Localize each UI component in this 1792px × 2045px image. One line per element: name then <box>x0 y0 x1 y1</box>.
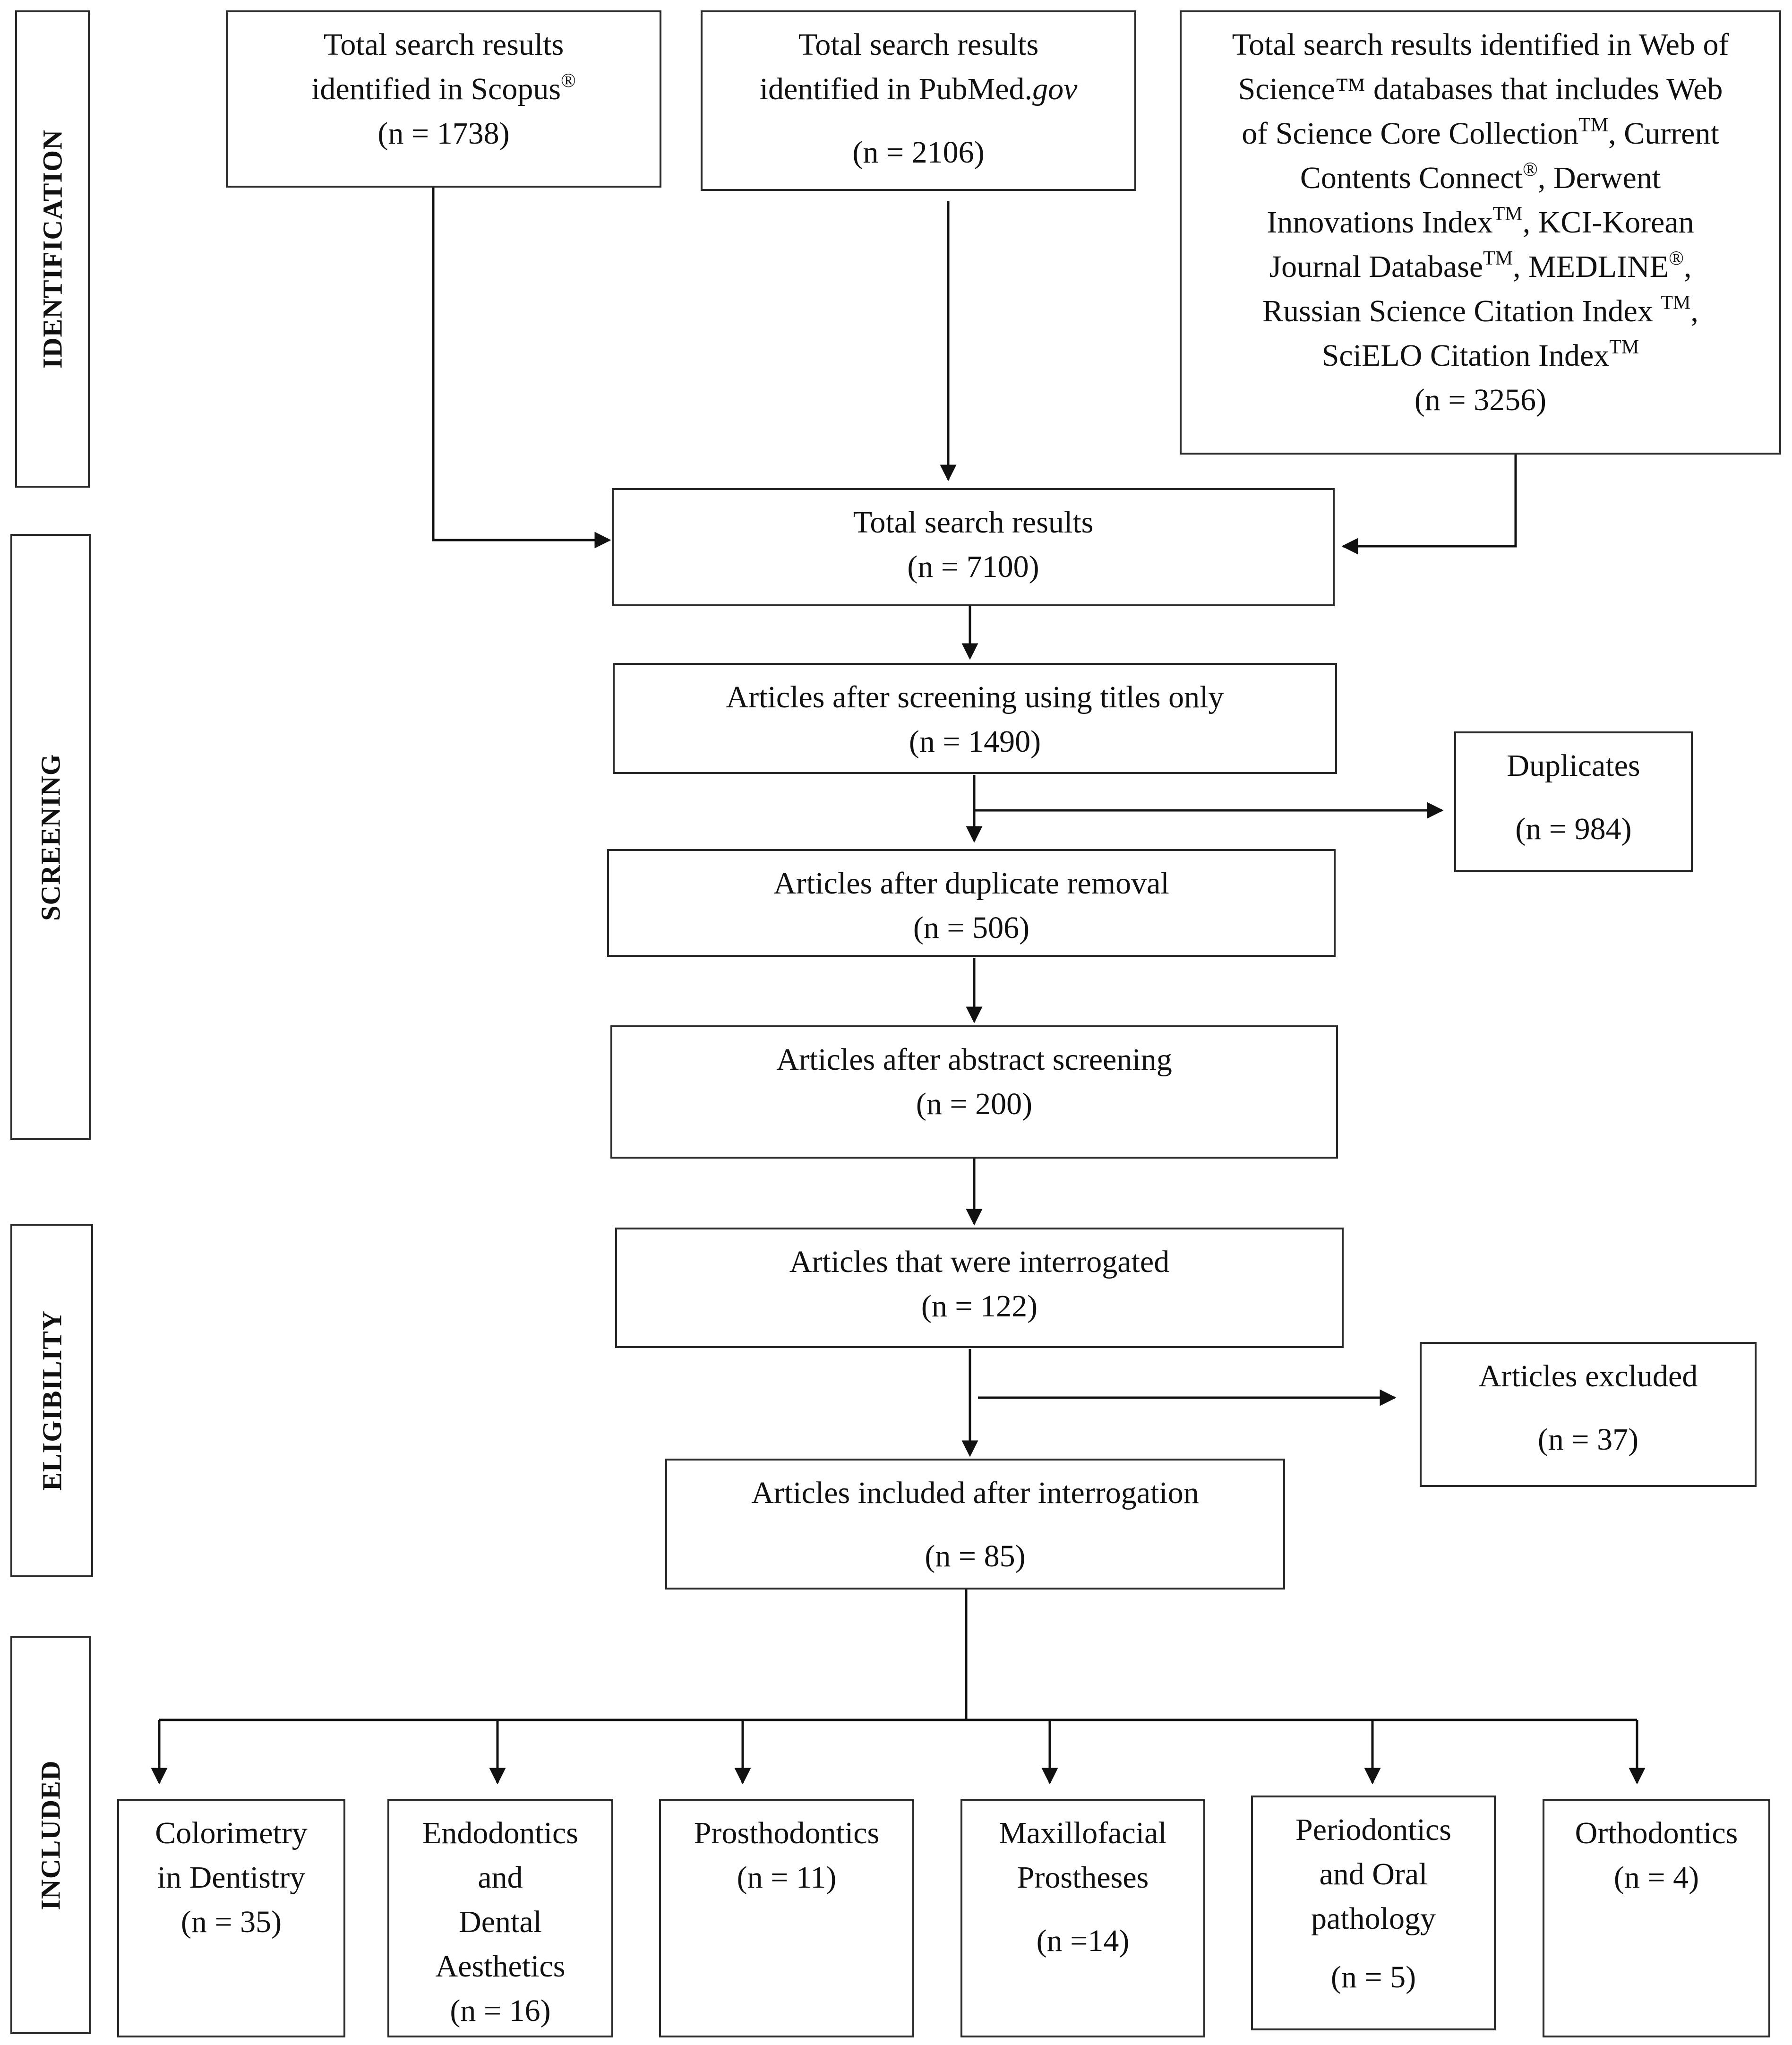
endodontics-line1: Endodontics <box>422 1816 578 1850</box>
stage-eligibility: ELIGIBILITY <box>10 1224 93 1577</box>
stage-identification: IDENTIFICATION <box>15 10 90 488</box>
stage-identification-label: IDENTIFICATION <box>37 129 68 369</box>
colorimetry-line2: in Dentistry <box>157 1860 306 1895</box>
prosthodontics-count: (n = 11) <box>737 1860 837 1895</box>
abstract-screening-box: Articles after abstract screening (n = 2… <box>610 1025 1338 1159</box>
total-results-label: Total search results <box>853 505 1094 540</box>
wos-line3: of Science Core CollectionTM, Current <box>1242 114 1719 151</box>
abstract-screening-count: (n = 200) <box>916 1087 1033 1121</box>
titles-screening-label: Articles after screening using titles on… <box>726 680 1224 714</box>
scopus-line2: identified in Scopus® <box>311 70 576 106</box>
prosthodontics-line1: Prosthodontics <box>694 1816 880 1850</box>
registered-mark: ® <box>561 70 576 92</box>
dedup-box: Articles after duplicate removal (n = 50… <box>607 849 1336 957</box>
pubmed-box: Total search results identified in PubMe… <box>701 10 1136 191</box>
interrogated-count: (n = 122) <box>921 1289 1038 1323</box>
duplicates-box: Duplicates (n = 984) <box>1454 731 1693 872</box>
duplicates-label: Duplicates <box>1507 748 1640 783</box>
endodontics-line3: Dental <box>459 1905 542 1939</box>
category-endodontics: Endodontics and Dental Aesthetics (n = 1… <box>387 1799 613 2037</box>
duplicates-count: (n = 984) <box>1515 812 1632 846</box>
excluded-label: Articles excluded <box>1478 1359 1698 1393</box>
category-prosthodontics: Prosthodontics (n = 11) <box>659 1799 914 2037</box>
category-periodontics: Periodontics and Oral pathology (n = 5) <box>1251 1796 1496 2030</box>
wos-count: (n = 3256) <box>1414 383 1547 417</box>
interrogated-label: Articles that were interrogated <box>789 1245 1170 1279</box>
total-results-box: Total search results (n = 7100) <box>612 488 1335 606</box>
pubmed-count: (n = 2106) <box>852 135 985 170</box>
arrow-wos-to-total <box>1341 454 1517 555</box>
periodontics-line3: pathology <box>1311 1901 1436 1936</box>
scopus-box: Total search results identified in Scopu… <box>226 10 661 188</box>
periodontics-count: (n = 5) <box>1330 1960 1416 1994</box>
colorimetry-count: (n = 35) <box>180 1905 282 1939</box>
titles-screening-box: Articles after screening using titles on… <box>613 663 1337 774</box>
included-box: Articles included after interrogation (n… <box>665 1459 1285 1590</box>
stage-screening: SCREENING <box>10 534 91 1140</box>
excluded-box: Articles excluded (n = 37) <box>1420 1342 1757 1487</box>
endodontics-count: (n = 16) <box>450 1993 551 2028</box>
category-orthodontics: Orthodontics (n = 4) <box>1543 1799 1770 2037</box>
stage-eligibility-label: ELIGIBILITY <box>36 1310 67 1491</box>
stage-screening-label: SCREENING <box>35 753 66 921</box>
category-colorimetry: Colorimetry in Dentistry (n = 35) <box>117 1799 345 2037</box>
wos-line8: SciELO Citation IndexTM <box>1321 336 1639 373</box>
dedup-count: (n = 506) <box>913 911 1030 945</box>
periodontics-line1: Periodontics <box>1295 1813 1451 1847</box>
wos-line7: Russian Science Citation Index TM, <box>1262 292 1698 328</box>
stage-included: INCLUDED <box>10 1636 91 2034</box>
wos-line1: Total search results identified in Web o… <box>1232 27 1729 62</box>
abstract-screening-label: Articles after abstract screening <box>776 1042 1172 1077</box>
titles-screening-count: (n = 1490) <box>909 724 1041 759</box>
dedup-label: Articles after duplicate removal <box>773 866 1169 901</box>
wos-line4: Contents Connect®, Derwent <box>1300 159 1661 195</box>
maxillofacial-count: (n =14) <box>1036 1924 1130 1958</box>
wos-line2: Science™ databases that includes Web <box>1238 72 1723 106</box>
colorimetry-line1: Colorimetry <box>155 1816 308 1850</box>
total-results-count: (n = 7100) <box>907 550 1039 584</box>
maxillofacial-line2: Prostheses <box>1017 1860 1149 1895</box>
wos-line6: Journal DatabaseTM, MEDLINE®, <box>1269 248 1692 284</box>
included-count: (n = 85) <box>925 1539 1026 1573</box>
orthodontics-line1: Orthodontics <box>1575 1816 1738 1850</box>
category-maxillofacial: Maxillofacial Prostheses (n =14) <box>960 1799 1205 2037</box>
scopus-line1: Total search results <box>323 27 564 62</box>
included-label: Articles included after interrogation <box>751 1476 1199 1510</box>
pubmed-line2: identified in PubMed.gov <box>759 72 1078 106</box>
periodontics-line2: and Oral <box>1319 1857 1428 1891</box>
pubmed-line1: Total search results <box>798 27 1039 62</box>
endodontics-line2: and <box>478 1860 523 1895</box>
interrogated-box: Articles that were interrogated (n = 122… <box>615 1228 1344 1348</box>
excluded-count: (n = 37) <box>1537 1422 1639 1457</box>
orthodontics-count: (n = 4) <box>1613 1860 1699 1895</box>
endodontics-line4: Aesthetics <box>435 1949 566 1984</box>
stage-included-label: INCLUDED <box>35 1760 66 1910</box>
wos-box: Total search results identified in Web o… <box>1180 10 1781 455</box>
wos-line5: Innovations IndexTM, KCI-Korean <box>1267 203 1694 240</box>
maxillofacial-line1: Maxillofacial <box>999 1816 1167 1850</box>
scopus-count: (n = 1738) <box>377 116 510 151</box>
arrow-scopus-to-total <box>432 187 611 549</box>
